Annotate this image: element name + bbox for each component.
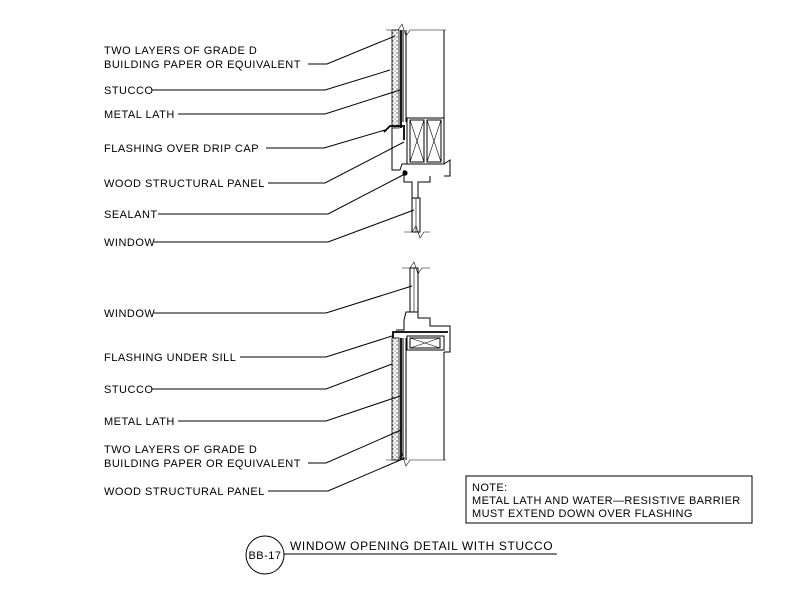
leader-line xyxy=(308,429,402,464)
callout-label: BUILDING PAPER OR EQUIVALENT xyxy=(104,458,301,470)
leader-line xyxy=(154,209,415,243)
callout-label: SEALANT xyxy=(104,209,158,221)
note-box: NOTE: METAL LATH AND WATER—RESISTIVE BAR… xyxy=(465,475,753,524)
lower-wall-section xyxy=(386,261,451,467)
detail-tag: BB-17 xyxy=(248,550,281,562)
callout-label: STUCCO xyxy=(104,384,153,396)
callout-sealant: SEALANT xyxy=(104,173,406,221)
callout-label: WOOD STRUCTURAL PANEL xyxy=(104,178,265,190)
leader-line xyxy=(178,89,401,115)
upper-wall-section xyxy=(383,23,451,239)
callout-flashing-drip-cap: FLASHING OVER DRIP CAP xyxy=(104,129,386,155)
callout-label: BUILDING PAPER OR EQUIVALENT xyxy=(104,59,301,71)
leader-line xyxy=(158,173,406,215)
leader-line xyxy=(266,129,386,149)
lower-callouts: WINDOW FLASHING UNDER SILL STUCCO METAL … xyxy=(104,285,413,498)
note-heading: NOTE: xyxy=(472,482,508,494)
detail-title-text: WINDOW OPENING DETAIL WITH STUCCO xyxy=(290,539,553,553)
callout-label: METAL LATH xyxy=(104,109,175,121)
callout-label: FLASHING UNDER SILL xyxy=(104,352,236,364)
callout-building-paper-upper: TWO LAYERS OF GRADE D BUILDING PAPER OR … xyxy=(104,35,396,71)
leader-line xyxy=(152,69,391,91)
note-line: METAL LATH AND WATER—RESISTIVE BARRIER xyxy=(472,495,741,507)
note-line: MUST EXTEND DOWN OVER FLASHING xyxy=(472,508,693,520)
callout-label: WINDOW xyxy=(104,308,155,320)
detail-title: BB-17 WINDOW OPENING DETAIL WITH STUCCO xyxy=(245,535,557,575)
callout-stucco-lower: STUCCO xyxy=(104,363,393,396)
callout-wood-panel-upper: WOOD STRUCTURAL PANEL xyxy=(104,141,405,190)
callout-label: TWO LAYERS OF GRADE D xyxy=(104,45,257,57)
leader-line xyxy=(268,141,405,184)
callout-label: TWO LAYERS OF GRADE D xyxy=(104,444,257,456)
callout-wood-panel-lower: WOOD STRUCTURAL PANEL xyxy=(104,457,406,498)
callout-label: WINDOW xyxy=(104,237,155,249)
callout-metal-lath-upper: METAL LATH xyxy=(104,89,401,121)
callout-label: WOOD STRUCTURAL PANEL xyxy=(104,486,265,498)
callout-metal-lath-lower: METAL LATH xyxy=(104,395,401,428)
callout-window-lower: WINDOW xyxy=(104,285,413,320)
callout-stucco-upper: STUCCO xyxy=(104,69,391,97)
leader-line xyxy=(178,395,401,422)
detail-tag-circle xyxy=(245,535,285,575)
callout-label: STUCCO xyxy=(104,85,153,97)
callout-label: METAL LATH xyxy=(104,416,175,428)
leader-line xyxy=(268,457,406,492)
callout-label: FLASHING OVER DRIP CAP xyxy=(104,143,259,155)
upper-callouts: TWO LAYERS OF GRADE D BUILDING PAPER OR … xyxy=(104,35,415,249)
leader-line xyxy=(308,35,396,65)
leader-line xyxy=(154,285,413,314)
callout-flashing-under-sill: FLASHING UNDER SILL xyxy=(104,335,393,364)
leader-line xyxy=(240,335,393,358)
callout-building-paper-lower: TWO LAYERS OF GRADE D BUILDING PAPER OR … xyxy=(104,429,402,470)
callout-window-upper: WINDOW xyxy=(104,209,415,249)
leader-line xyxy=(152,363,393,390)
